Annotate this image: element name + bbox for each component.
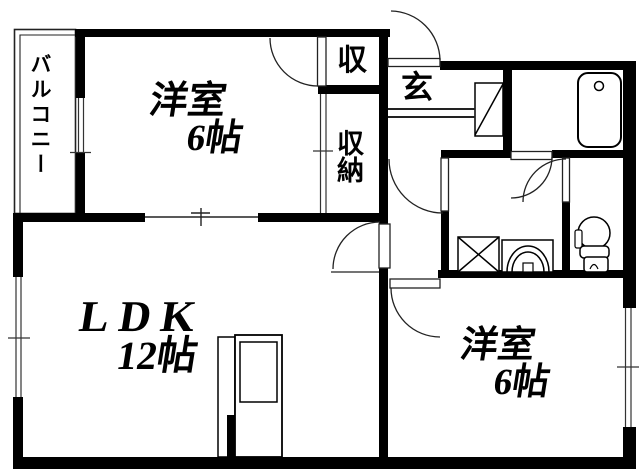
toilet-door	[522, 157, 571, 203]
washing-machine-pan-icon	[457, 236, 500, 273]
entrance-step-lines	[388, 108, 475, 118]
shoe-cabinet-icon	[474, 82, 504, 137]
room2-door	[389, 278, 441, 338]
kitchen-counter-icon	[217, 334, 283, 458]
toilet-icon	[574, 216, 611, 273]
walls	[13, 29, 636, 469]
closet-upper-door	[269, 36, 327, 87]
closet-upper-label: 収	[337, 44, 367, 77]
balcony-label: バルコニー	[28, 53, 52, 178]
window-ldk	[8, 277, 30, 397]
bathtub-icon	[577, 72, 622, 148]
opening-room1-ldk	[145, 208, 258, 226]
washroom-door	[388, 157, 450, 214]
washbasin-icon	[501, 239, 554, 273]
ldk-door	[331, 221, 391, 273]
front-door	[387, 10, 441, 68]
closet-sliding-line	[313, 94, 333, 213]
closet-lower-label: 収納	[333, 129, 363, 183]
window-balcony	[70, 98, 91, 154]
room1-size-label: 6帖	[183, 118, 246, 159]
room2-name-label: 洋室	[457, 325, 539, 366]
entrance-label: 玄	[401, 69, 434, 105]
ldk-size-label: 12帖	[113, 333, 201, 378]
window-room2	[617, 308, 639, 427]
bathroom-door	[510, 150, 553, 199]
room1-name-label: 洋室	[146, 80, 230, 122]
room2-size-label: 6帖	[490, 362, 553, 403]
